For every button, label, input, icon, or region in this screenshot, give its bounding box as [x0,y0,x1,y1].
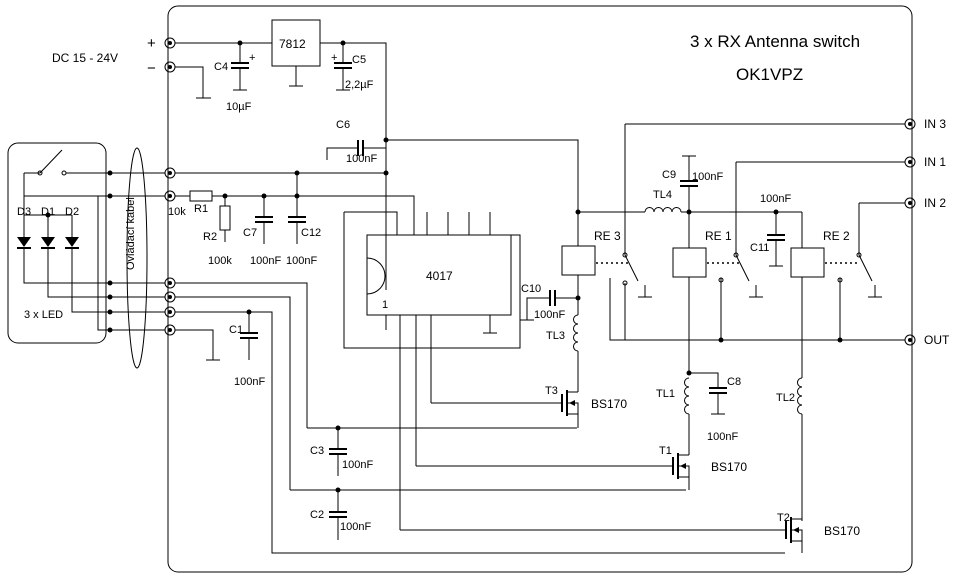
re2-label: RE 2 [823,229,850,243]
t1-name: T1 [659,445,672,457]
r1-value: 10k [168,206,186,218]
d2-label: D2 [65,206,79,218]
port-out: OUT [924,333,950,347]
c7-name: C7 [243,227,257,239]
r1-name: R1 [194,203,208,215]
led-group-label: 3 x LED [24,309,63,321]
d3-label: D3 [17,206,31,218]
transistor-t1 [416,453,690,490]
capacitor-c11 [767,212,785,267]
tl1-label: TL1 [656,388,675,400]
relay-re1-contact [718,162,763,340]
ic-pin1-label: 1 [382,299,388,311]
c10-value: 100nF [534,309,565,321]
resistor-r2 [219,205,231,231]
t3-name: T3 [545,385,558,397]
c4-name: C4 [214,61,228,73]
transistor-t2 [400,517,803,553]
c4-value: 10µF [226,101,252,113]
capacitor-c8 [709,387,727,415]
c5-value: 2,2µF [345,79,374,91]
inductor-tl2 [797,377,803,415]
capacitor-c3 [329,425,347,476]
title-line1: 3 x RX Antenna switch [690,32,860,51]
ic-4017 [366,234,512,316]
main-enclosure [167,5,913,573]
remote-switch [23,149,110,197]
re3-label: RE 3 [594,229,621,243]
cable-terminals [107,167,176,336]
cable-label: Ovládací kabel [125,197,137,270]
resistor-r1 [189,190,213,202]
led-d1 [41,215,55,268]
power-terminals [164,37,176,73]
inductor-tl4 [644,207,682,213]
d1-label: D1 [41,206,55,218]
svg-text:+: + [331,52,337,64]
r2-name: R2 [203,231,217,243]
tl3-label: TL3 [546,330,565,342]
port-in1: IN 1 [924,155,946,169]
capacitor-c4: + [231,40,255,91]
capacitor-c10 [520,290,578,321]
inductor-tl1 [684,377,690,415]
dc-input-label: DC 15 - 24V [52,51,118,65]
capacitor-c6 [326,137,579,212]
tl2-label: TL2 [776,392,795,404]
c12-value: 100nF [286,255,317,267]
relay-re2-coil [790,247,825,278]
remote-box [7,142,107,344]
svg-text:+: + [249,52,255,64]
ic-label: 4017 [426,269,453,283]
c6-name: C6 [336,119,350,131]
c11-name: C11 [750,242,769,254]
c5-name: C5 [352,54,366,66]
capacitor-c7 [255,193,273,244]
c1-name: C1 [229,324,243,336]
r2-value: 100k [208,255,232,267]
re1-label: RE 1 [705,229,732,243]
capacitor-c1 [240,309,258,360]
t3-type: BS170 [591,397,627,411]
c8-value: 100nF [707,431,738,443]
capacitor-c5: + [331,40,352,91]
title-line2: OK1VPZ [736,65,803,84]
led-d3 [17,215,31,268]
relay-re2-contact [837,203,882,340]
relay-re1-coil [672,247,707,278]
c2-name: C2 [310,509,324,521]
c8-name: C8 [727,376,741,388]
minus-sign: − [147,60,156,77]
c1-value: 100nF [234,376,265,388]
led-d2 [65,215,79,268]
port-terminals [904,118,916,346]
c7-value: 100nF [250,255,281,267]
c3-name: C3 [310,445,324,457]
port-in2: IN 2 [924,196,946,210]
capacitor-c2 [329,487,347,540]
port-in3: IN 3 [924,117,946,131]
capacitor-c12 [288,173,306,244]
control-cable [126,147,148,369]
c10-name: C10 [521,283,541,295]
relay-re3-contact [622,124,652,340]
c6-value: 100nF [346,153,377,165]
c11-value: 100nF [760,193,791,205]
transistor-t3 [431,390,579,428]
t2-type: BS170 [824,524,860,538]
t1-type: BS170 [711,460,747,474]
plus-sign: + [147,35,156,52]
tl4-label: TL4 [653,189,672,201]
c2-value: 100nF [340,521,371,533]
t2-name: T2 [777,512,790,524]
c12-name: C12 [301,227,321,239]
capacitor-c9 [680,155,698,246]
relay-re3-coil [561,245,596,276]
inductor-tl3 [573,314,579,352]
c9-value: 100nF [692,171,723,183]
c9-name: C9 [662,169,676,181]
c3-value: 100nF [342,459,373,471]
regulator-label: 7812 [279,37,306,51]
